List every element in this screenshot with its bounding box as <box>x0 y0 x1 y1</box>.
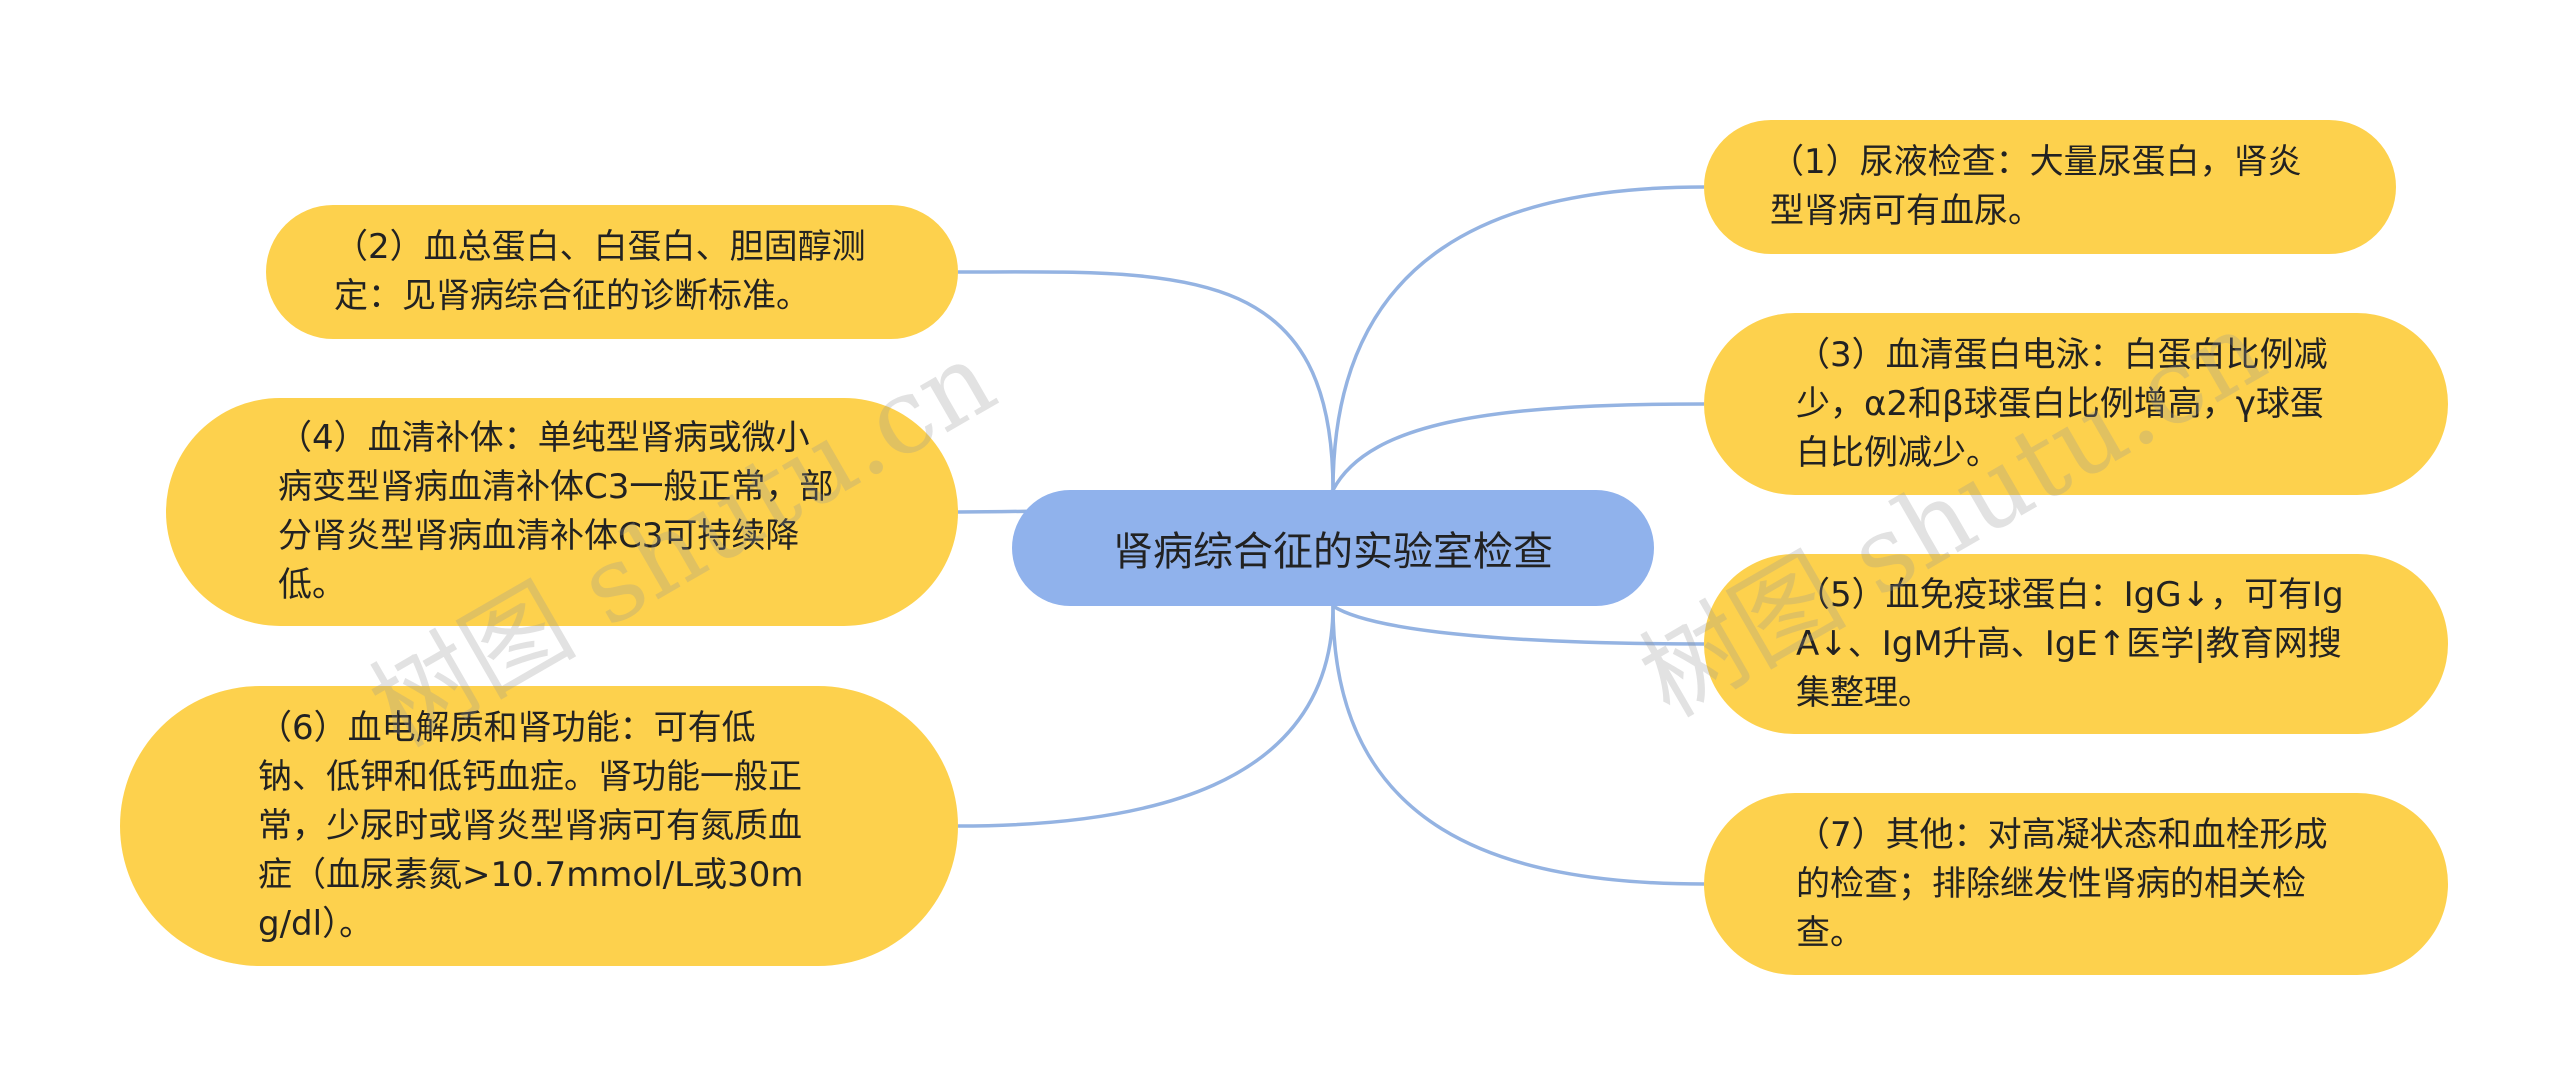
topic-node-1-label: （1）尿液检查：大量尿蛋白，肾炎型肾病可有血尿。 <box>1770 142 2302 231</box>
topic-node-1[interactable]: （1）尿液检查：大量尿蛋白，肾炎型肾病可有血尿。 <box>1704 120 2396 254</box>
topic-node-7[interactable]: （7）其他：对高凝状态和血栓形成的检查；排除继发性肾病的相关检查。 <box>1704 793 2448 975</box>
topic-node-6[interactable]: （6）血电解质和肾功能：可有低钠、低钾和低钙血症。肾功能一般正常，少尿时或肾炎型… <box>120 686 958 966</box>
topic-node-2-label: （2）血总蛋白、白蛋白、胆固醇测定：见肾病综合征的诊断标准。 <box>334 227 866 316</box>
link-to-node-3 <box>1331 402 1705 491</box>
central-topic[interactable]: 肾病综合征的实验室检查 <box>1012 490 1654 606</box>
link-to-node-6 <box>957 605 1335 828</box>
link-to-node-2 <box>957 270 1335 491</box>
topic-node-6-label: （6）血电解质和肾功能：可有低钠、低钾和低钙血症。肾功能一般正常，少尿时或肾炎型… <box>258 707 804 944</box>
link-to-node-5 <box>1332 604 1705 646</box>
link-to-node-1 <box>1331 185 1705 491</box>
topic-node-7-label: （7）其他：对高凝状态和血栓形成的检查；排除继发性肾病的相关检查。 <box>1796 814 2328 953</box>
topic-node-2[interactable]: （2）血总蛋白、白蛋白、胆固醇测定：见肾病综合征的诊断标准。 <box>266 205 958 339</box>
topic-node-3-label: （3）血清蛋白电泳：白蛋白比例减少，α2和β球蛋白比例增高，γ球蛋白比例减少。 <box>1796 334 2328 473</box>
topic-node-4-label: （4）血清补体：单纯型肾病或微小病变型肾病血清补体C3一般正常，部分肾炎型肾病血… <box>278 418 834 605</box>
topic-node-5[interactable]: （5）血免疫球蛋白：IgG↓，可有IgA↓、IgM升高、IgE↑医学|教育网搜集… <box>1704 554 2448 734</box>
topic-node-5-label: （5）血免疫球蛋白：IgG↓，可有IgA↓、IgM升高、IgE↑医学|教育网搜集… <box>1796 574 2344 713</box>
topic-node-3[interactable]: （3）血清蛋白电泳：白蛋白比例减少，α2和β球蛋白比例增高，γ球蛋白比例减少。 <box>1704 313 2448 495</box>
topic-node-4[interactable]: （4）血清补体：单纯型肾病或微小病变型肾病血清补体C3一般正常，部分肾炎型肾病血… <box>166 398 958 626</box>
link-to-node-7 <box>1331 605 1705 886</box>
central-topic-label: 肾病综合征的实验室检查 <box>1113 529 1553 575</box>
